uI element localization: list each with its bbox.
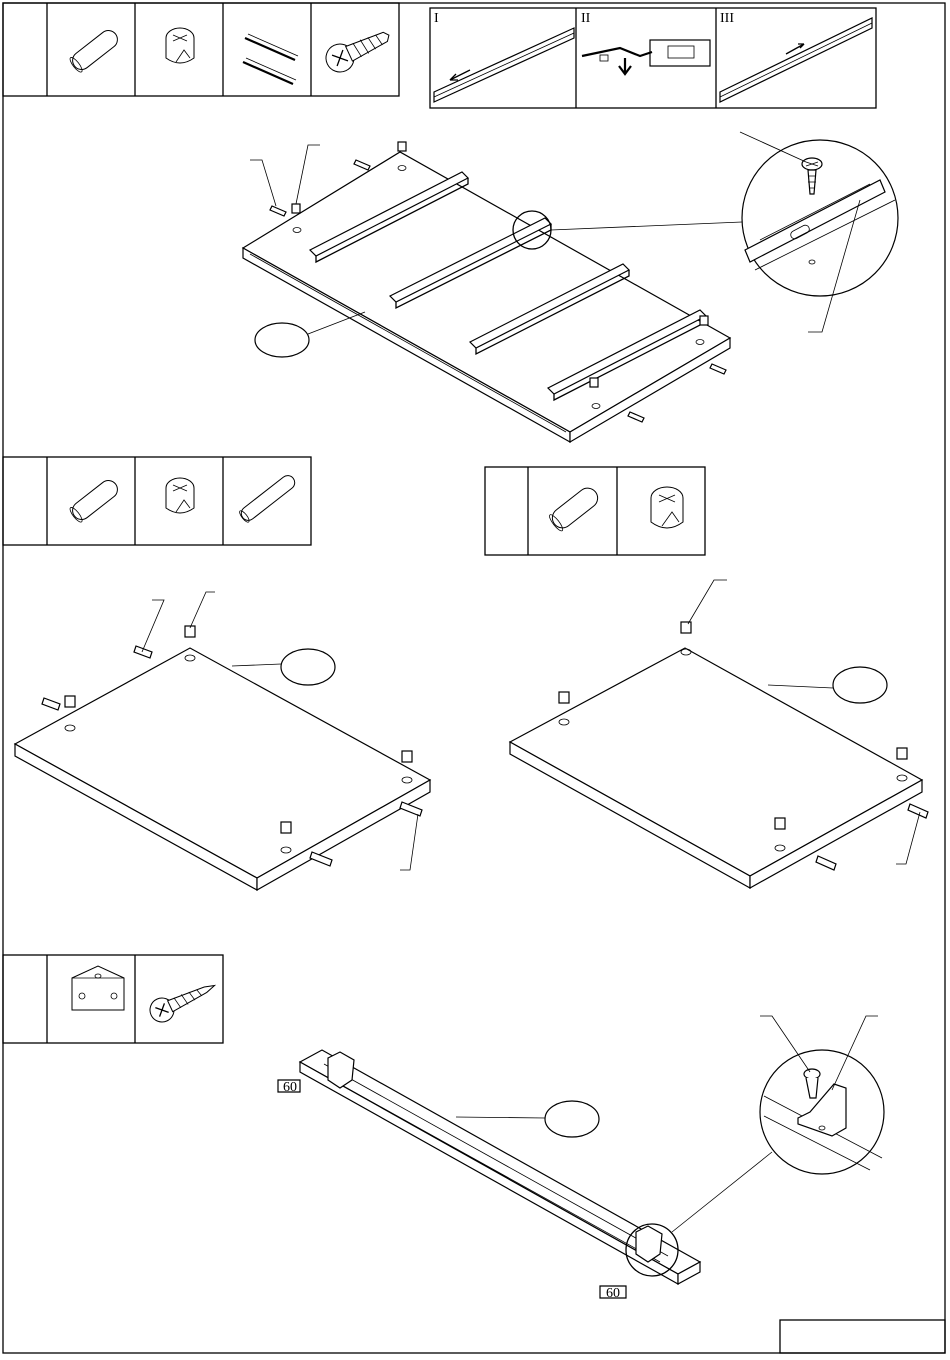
parts-table-3 (3, 955, 223, 1043)
part-label-bubble-4 (545, 1101, 599, 1137)
drawer-rail-icon (243, 34, 298, 84)
page-number-box (780, 1320, 945, 1353)
parts-table-1 (3, 3, 399, 96)
dimension-left: 60 (283, 1080, 297, 1095)
cam-lock-icon (166, 478, 194, 513)
part-label-bubble-3 (833, 667, 887, 703)
side-board-right (510, 580, 928, 888)
dimension-right: 60 (606, 1286, 620, 1301)
base-board-with-rails (243, 142, 730, 442)
cam-lock-icon (166, 28, 194, 63)
dowel-icon (68, 27, 121, 74)
step-label-2: II (581, 11, 591, 26)
step-1-rail (434, 28, 574, 102)
step-2-detail (582, 40, 710, 74)
long-rail-board: 60 60 (278, 1050, 772, 1301)
dowel-icon (548, 484, 602, 532)
bracket-detail-magnifier (760, 1016, 884, 1174)
part-label-bubble-1 (255, 323, 309, 357)
parts-table-2 (3, 457, 311, 545)
dowel-icon (68, 477, 121, 524)
countersunk-screw-icon (321, 22, 394, 76)
corner-bracket-icon (72, 966, 124, 1010)
wood-screw-icon (146, 975, 220, 1026)
short-dowel-icon (238, 473, 297, 524)
side-board-left (15, 592, 430, 890)
step-label-1: I (434, 11, 439, 26)
step-3-rail (720, 18, 872, 102)
part-label-bubble-2 (281, 649, 335, 685)
cam-lock-icon (651, 487, 683, 528)
step-label-3: III (720, 11, 734, 26)
rail-steps-panel: I II III (430, 8, 876, 108)
parts-table-2b (485, 467, 705, 555)
